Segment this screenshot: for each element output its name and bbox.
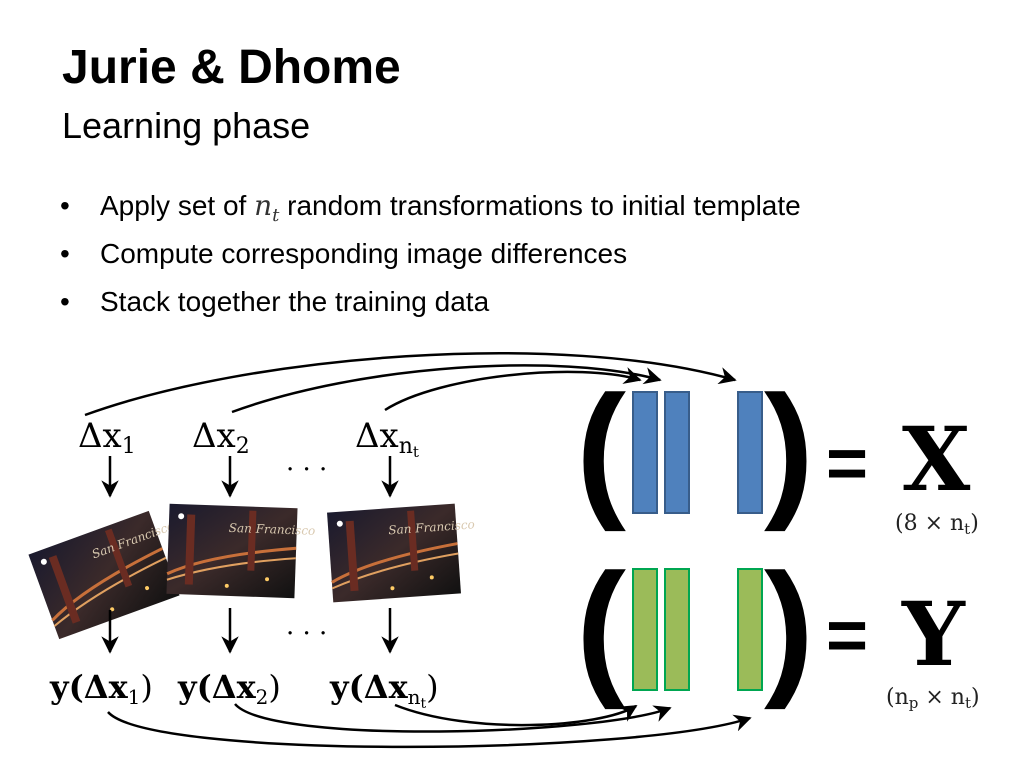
ellipsis-top: · · · bbox=[286, 455, 327, 485]
x-column-bar bbox=[664, 391, 690, 514]
delta-x-2: Δx2 bbox=[192, 416, 250, 459]
y-label-1: y(Δx1) bbox=[49, 668, 153, 709]
warped-template-image-nt: San Francisco bbox=[325, 502, 475, 604]
slide-subtitle: Learning phase bbox=[62, 105, 311, 146]
x-column-bar bbox=[632, 391, 658, 514]
bullet-dot: • bbox=[60, 286, 70, 317]
y-label-2: y(Δx2) bbox=[177, 668, 281, 709]
math-n-sub: t bbox=[272, 205, 280, 226]
svg-text:San Francisco: San Francisco bbox=[229, 521, 316, 538]
bullet-text: Stack together the training data bbox=[100, 286, 490, 317]
bullet-list: • Apply set of nt random transformations… bbox=[60, 186, 801, 330]
delta-x-1: Δx1 bbox=[78, 416, 136, 459]
right-paren-y: ) bbox=[764, 542, 814, 710]
warped-template-image-2: San Francisco bbox=[164, 502, 316, 600]
y-label-nt: y(Δxnt) bbox=[329, 668, 439, 712]
bullet-text: Apply set of bbox=[100, 190, 255, 221]
slide-title: Jurie & Dhome bbox=[62, 41, 401, 94]
bullet-item: • Stack together the training data bbox=[60, 282, 801, 330]
bullet-text: Compute corresponding image differences bbox=[100, 238, 628, 269]
y-column-bar bbox=[737, 568, 763, 691]
x-column-bar bbox=[737, 391, 763, 514]
bullet-item: • Compute corresponding image difference… bbox=[60, 234, 801, 282]
matrix-y-symbol: Y bbox=[901, 582, 966, 686]
right-paren-x: ) bbox=[764, 364, 814, 532]
matrix-x-dims: (8 × nt) bbox=[895, 511, 979, 538]
y-column-bar bbox=[664, 568, 690, 691]
y-column-bar bbox=[632, 568, 658, 691]
bullet-item: • Apply set of nt random transformations… bbox=[60, 186, 801, 234]
left-paren-y: ( bbox=[576, 542, 626, 710]
svg-text:San Francisco: San Francisco bbox=[388, 517, 475, 537]
matrix-y-dims: (np × nt) bbox=[886, 685, 980, 712]
curved-arrow-to-x-column bbox=[84, 352, 737, 417]
curved-arrow-to-y-column bbox=[107, 711, 752, 749]
bullet-dot: • bbox=[60, 190, 70, 221]
delta-x-nt: Δxnt bbox=[355, 416, 419, 461]
left-paren-x: ( bbox=[576, 364, 626, 532]
bullet-text: random transformations to initial templa… bbox=[279, 190, 801, 221]
equals-x: = bbox=[826, 424, 868, 504]
bullet-dot: • bbox=[60, 238, 70, 269]
curved-arrow-to-x-column bbox=[384, 367, 642, 412]
curved-arrow-to-x-column bbox=[231, 364, 662, 414]
math-n: n bbox=[254, 189, 273, 222]
ellipsis-bottom: · · · bbox=[286, 619, 327, 649]
equals-y: = bbox=[826, 596, 868, 676]
matrix-x-symbol: X bbox=[902, 407, 971, 511]
curved-arrow-to-y-column bbox=[394, 703, 638, 727]
